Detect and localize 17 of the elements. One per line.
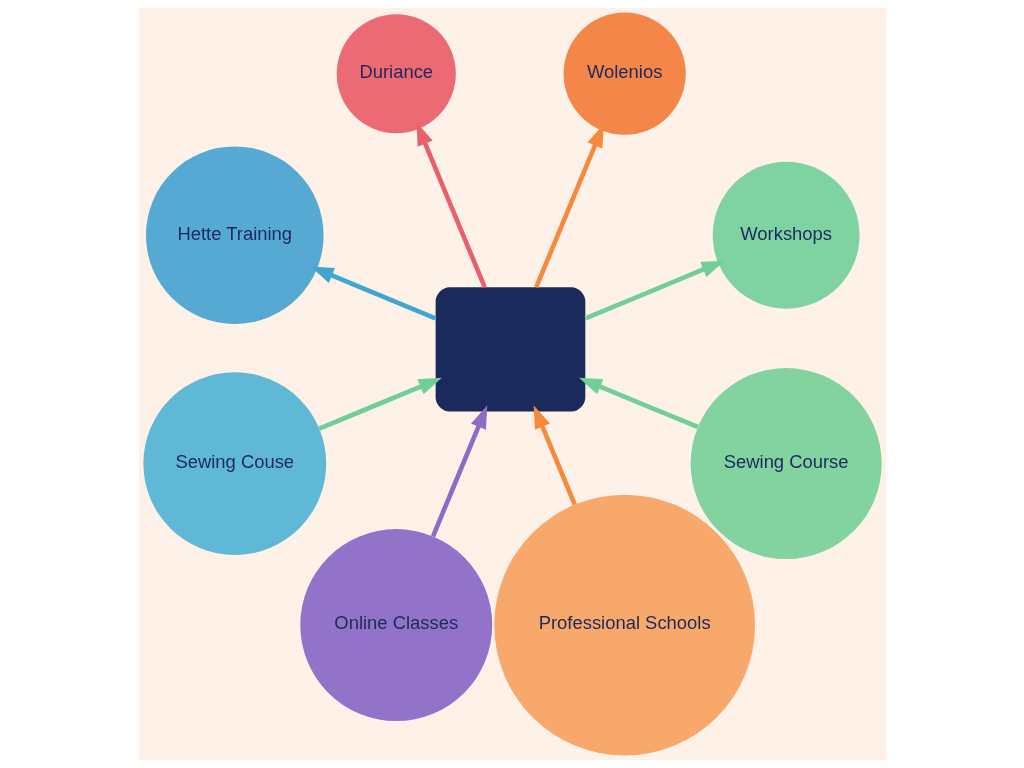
node-circle: Duriance — [336, 14, 456, 134]
node-circle: Hette Training — [145, 146, 324, 325]
arrow — [578, 377, 699, 430]
node-circle: Online Classes — [299, 529, 492, 722]
arrow — [430, 405, 487, 538]
node-circle: Wolenios — [563, 12, 686, 135]
arrow — [317, 377, 442, 431]
arrow — [533, 405, 577, 506]
node-circle: Professional Schools — [493, 494, 755, 756]
arrow — [533, 124, 604, 289]
arrow — [310, 266, 436, 321]
node-box — [435, 287, 585, 412]
arrow — [415, 122, 487, 289]
node-circle: Sewing Course — [690, 368, 882, 560]
arrow — [584, 260, 725, 321]
node-circle: Sewing Couse — [142, 372, 326, 555]
node-circle: Workshops — [712, 161, 860, 309]
